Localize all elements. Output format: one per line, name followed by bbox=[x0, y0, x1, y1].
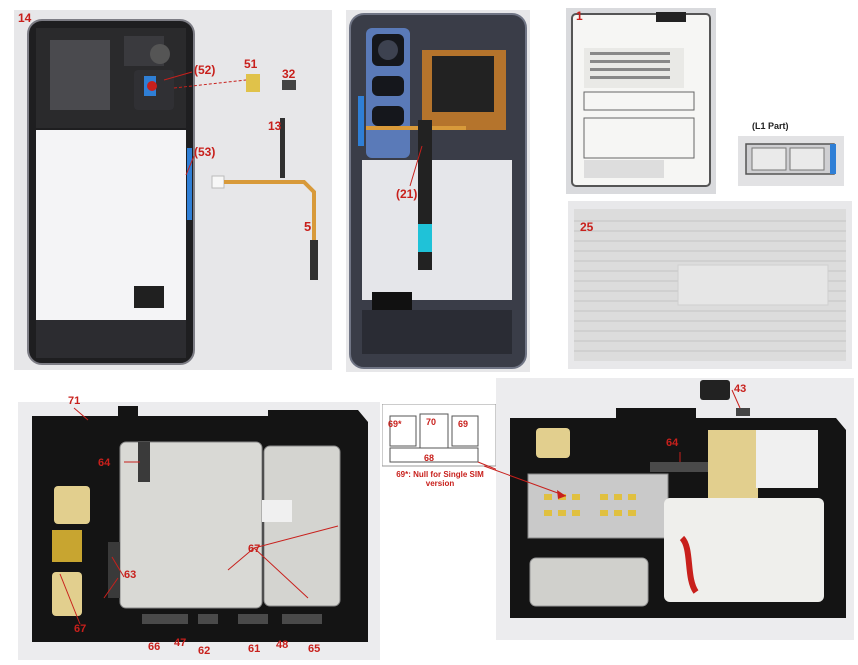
sim-socket-diagram: 69* 70 69 68 69*: Null for Single SIM ve… bbox=[382, 404, 498, 496]
label-64-front: 64 bbox=[98, 457, 111, 469]
label-5: 5 bbox=[304, 219, 312, 234]
middle-frame-illustration bbox=[27, 19, 318, 365]
label-65: 65 bbox=[308, 643, 321, 655]
label-61: 61 bbox=[248, 643, 261, 655]
label-1: 1 bbox=[576, 9, 583, 23]
sim-socket-diagram-illustration bbox=[382, 404, 498, 471]
label-68: 68 bbox=[424, 453, 435, 463]
label-21: (21) bbox=[396, 187, 418, 201]
label-67-right: 67 bbox=[248, 543, 261, 555]
sim-tray-illustration bbox=[738, 136, 844, 186]
battery-illustration bbox=[571, 12, 711, 187]
label-47: 47 bbox=[174, 637, 187, 649]
protective-film-illustration bbox=[574, 209, 846, 361]
label-69-star: 69* bbox=[388, 419, 402, 429]
label-43: 43 bbox=[734, 383, 747, 395]
label-70: 70 bbox=[426, 417, 437, 427]
sim-tray-part-label: (L1 Part) bbox=[752, 121, 789, 131]
single-sim-note: 69*: Null for Single SIM version bbox=[396, 470, 484, 489]
mainboard-back-illustration bbox=[510, 380, 846, 618]
label-51: 51 bbox=[244, 57, 258, 71]
label-69: 69 bbox=[458, 419, 469, 429]
label-52: (52) bbox=[194, 63, 216, 77]
label-63: 63 bbox=[124, 569, 137, 581]
label-14: 14 bbox=[18, 11, 32, 25]
mainboard-front-illustration bbox=[32, 406, 368, 642]
label-67-left: 67 bbox=[74, 623, 87, 635]
battery-photo: 1 bbox=[566, 8, 716, 194]
mainboard-back-photo: 43 64 bbox=[496, 378, 854, 640]
middle-frame-photo: 14 (52) 51 32 13 (53) 5 bbox=[14, 10, 332, 370]
label-48: 48 bbox=[276, 639, 289, 651]
label-13: 13 bbox=[268, 119, 282, 133]
label-32: 32 bbox=[282, 67, 296, 81]
label-64-back: 64 bbox=[666, 437, 679, 449]
label-71: 71 bbox=[68, 395, 81, 407]
protective-film-photo: 25 bbox=[568, 201, 852, 369]
label-66: 66 bbox=[148, 641, 161, 653]
mainboard-front-photo: 71 64 63 67 67 66 47 62 61 48 65 bbox=[18, 396, 380, 660]
rear-frame-photo: (21) bbox=[346, 10, 530, 372]
label-25: 25 bbox=[580, 220, 594, 234]
label-53: (53) bbox=[194, 145, 216, 159]
label-62: 62 bbox=[198, 645, 211, 657]
rear-frame-illustration bbox=[349, 13, 527, 369]
sim-tray-panel: (L1 Part) bbox=[736, 118, 846, 190]
